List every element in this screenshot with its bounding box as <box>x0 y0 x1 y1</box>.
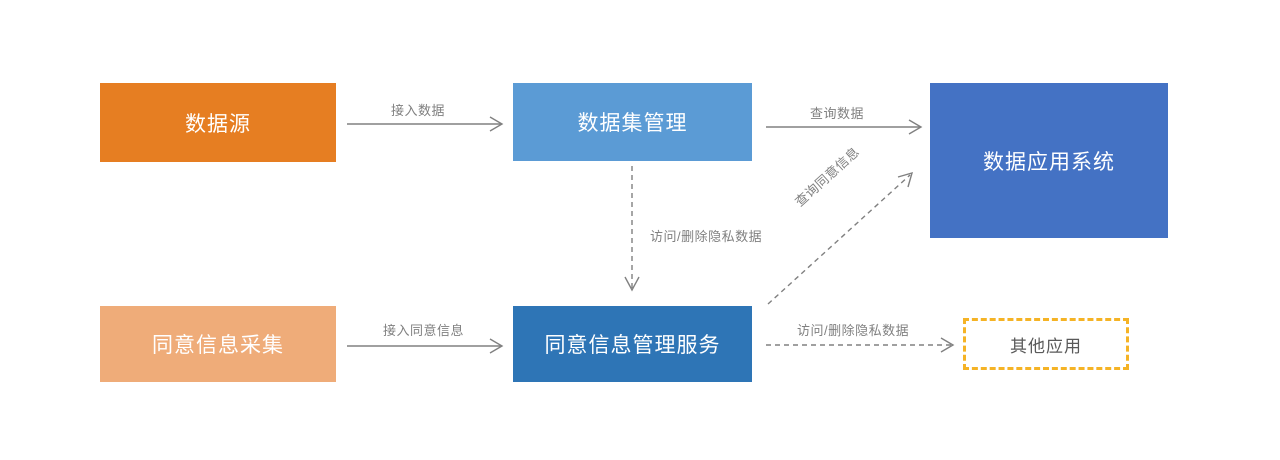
node-data-app-system[interactable]: 数据应用系统 <box>930 83 1168 238</box>
node-consent-mgmt-service[interactable]: 同意信息管理服务 <box>513 306 752 382</box>
edge-access-delete-private-data-horizontal <box>766 337 955 353</box>
node-dataset-mgmt[interactable]: 数据集管理 <box>513 83 752 161</box>
edge-query-data <box>766 119 923 135</box>
edge-label-ingest-data: 接入数据 <box>391 103 446 118</box>
node-data-source[interactable]: 数据源 <box>100 83 336 162</box>
edge-label-access-delete-private-data-vertical: 访问/删除隐私数据 <box>650 229 763 244</box>
node-other-apps[interactable]: 其他应用 <box>963 318 1129 370</box>
edge-label-ingest-consent-info: 接入同意信息 <box>383 323 465 338</box>
edge-label-query-data: 查询数据 <box>810 106 865 121</box>
node-dataset-mgmt-label: 数据集管理 <box>577 112 688 135</box>
node-consent-mgmt-service-label: 同意信息管理服务 <box>544 334 721 357</box>
edge-label-query-consent-info: 查询同意信息 <box>792 144 863 210</box>
edge-access-delete-private-data-vertical <box>624 166 640 292</box>
edge-query-consent-info <box>767 171 914 305</box>
node-other-apps-label: 其他应用 <box>1010 336 1082 356</box>
edge-ingest-consent-info <box>347 338 504 354</box>
node-data-app-system-label: 数据应用系统 <box>983 150 1115 174</box>
node-data-source-label: 数据源 <box>185 112 251 136</box>
node-consent-collect-label: 同意信息采集 <box>152 334 284 357</box>
edge-ingest-data <box>347 116 504 132</box>
edge-label-access-delete-private-data-horizontal: 访问/删除隐私数据 <box>797 323 910 338</box>
node-consent-collect[interactable]: 同意信息采集 <box>100 306 336 382</box>
